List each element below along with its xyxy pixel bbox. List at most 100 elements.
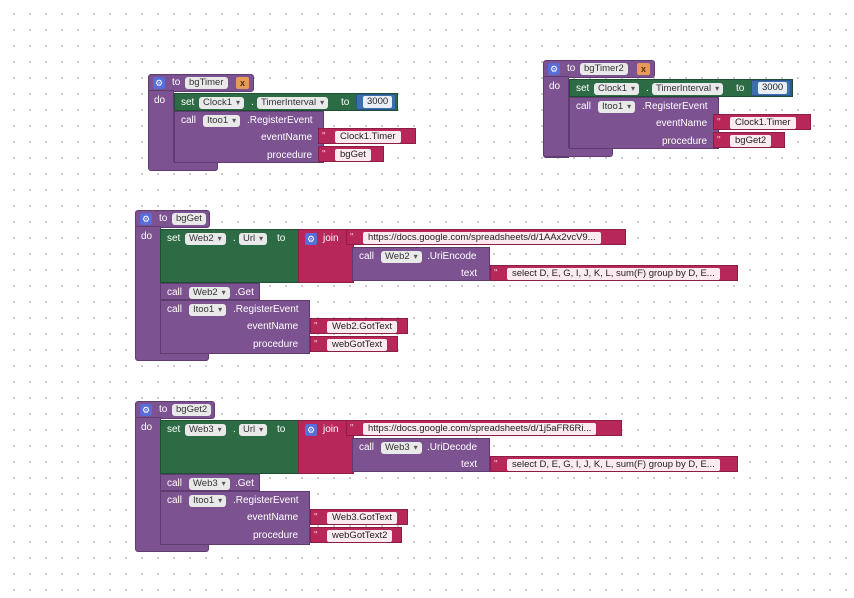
component-dropdown[interactable]: Itoo1 bbox=[598, 101, 636, 113]
method-label: .RegisterEvent bbox=[233, 495, 299, 506]
method-label: .Get bbox=[235, 478, 254, 489]
string-block[interactable]: " Web3.GotText bbox=[310, 509, 408, 525]
procedure-bgGet2[interactable]: ⚙ to bgGet2 do bbox=[135, 401, 215, 553]
string-field[interactable]: webGotText2 bbox=[327, 530, 393, 542]
component-dropdown[interactable]: Web2 bbox=[185, 233, 226, 245]
do-label: do bbox=[141, 231, 153, 242]
quote-open: " bbox=[717, 117, 721, 128]
procedure-name-field[interactable]: bgTimer2 bbox=[580, 63, 628, 75]
call-label: call bbox=[359, 251, 375, 262]
procedure-name-field[interactable]: bgGet2 bbox=[172, 404, 212, 416]
string-field[interactable]: Clock1.Timer bbox=[730, 117, 796, 129]
text-label: text bbox=[461, 268, 478, 279]
close-icon[interactable]: x bbox=[637, 63, 650, 75]
set-timer-interval-block[interactable]: set Clock1 . TimerInterval to bbox=[569, 79, 793, 97]
procedure-spine bbox=[148, 90, 174, 170]
procedure-footer bbox=[135, 542, 209, 552]
component-dropdown[interactable]: Web3 bbox=[381, 442, 422, 454]
string-block[interactable]: " https://docs.google.com/spreadsheets/d… bbox=[346, 420, 622, 436]
web-get-block[interactable]: call Web2 .Get bbox=[160, 283, 260, 300]
string-field[interactable]: bgGet2 bbox=[730, 135, 772, 147]
query-string-field[interactable]: select D, E, G, I, J, K, L, sum(F) group… bbox=[507, 459, 720, 471]
procedure-spine bbox=[543, 76, 569, 158]
set-url-block[interactable]: set Web2 . Url to bbox=[160, 229, 300, 283]
register-event-block[interactable]: call Itoo1 .RegisterEvent eventName proc… bbox=[160, 491, 310, 545]
call-label: call bbox=[167, 287, 183, 298]
string-block[interactable]: " Web2.GotText bbox=[310, 318, 408, 334]
string-block[interactable]: " Clock1.Timer bbox=[713, 114, 811, 130]
uri-encode-block[interactable]: call Web2 .UriEncode text bbox=[352, 247, 490, 281]
web-get-block[interactable]: call Web3 .Get bbox=[160, 474, 260, 491]
component-dropdown[interactable]: Web2 bbox=[189, 287, 230, 299]
register-event-block[interactable]: call Itoo1 .RegisterEvent eventName proc… bbox=[174, 111, 324, 163]
join-block[interactable]: ⚙ join bbox=[298, 229, 354, 283]
property-dropdown[interactable]: Url bbox=[239, 424, 268, 436]
procedure-bgTimer2[interactable]: ⚙ to bgTimer2 x do bbox=[543, 60, 655, 158]
event-name-label: eventName bbox=[656, 118, 708, 129]
property-dropdown[interactable]: TimerInterval bbox=[652, 83, 724, 95]
number-field[interactable]: 3000 bbox=[758, 82, 788, 94]
property-dropdown[interactable]: Url bbox=[239, 233, 268, 245]
gear-icon[interactable]: ⚙ bbox=[305, 233, 317, 245]
component-dropdown[interactable]: Web3 bbox=[185, 424, 226, 436]
string-block[interactable]: " https://docs.google.com/spreadsheets/d… bbox=[346, 229, 626, 245]
gear-icon[interactable]: ⚙ bbox=[153, 77, 165, 89]
gear-icon[interactable]: ⚙ bbox=[305, 424, 317, 436]
quote-open: " bbox=[350, 232, 354, 243]
register-event-block[interactable]: call Itoo1 .RegisterEvent eventName proc… bbox=[569, 97, 719, 149]
call-label: call bbox=[181, 115, 197, 126]
string-field[interactable]: Web3.GotText bbox=[327, 512, 398, 524]
url-string-field[interactable]: https://docs.google.com/spreadsheets/d/1… bbox=[363, 232, 601, 244]
gear-icon[interactable]: ⚙ bbox=[140, 404, 152, 416]
to-label: to bbox=[172, 77, 181, 88]
close-icon[interactable]: x bbox=[236, 77, 249, 89]
component-dropdown[interactable]: Web2 bbox=[381, 251, 422, 263]
string-block[interactable]: " bgGet2 bbox=[713, 132, 785, 148]
string-block[interactable]: " bgGet bbox=[318, 146, 384, 162]
procedure-footer bbox=[543, 148, 613, 157]
dot-label: . bbox=[233, 233, 236, 244]
gear-icon[interactable]: ⚙ bbox=[140, 213, 152, 225]
string-block[interactable]: " select D, E, G, I, J, K, L, sum(F) gro… bbox=[490, 265, 738, 281]
set-timer-interval-block[interactable]: set Clock1 . TimerInterval to bbox=[174, 93, 398, 111]
string-field[interactable]: Web2.GotText bbox=[327, 321, 398, 333]
query-string-field[interactable]: select D, E, G, I, J, K, L, sum(F) group… bbox=[507, 268, 720, 280]
number-field[interactable]: 3000 bbox=[363, 96, 393, 108]
component-dropdown[interactable]: Web3 bbox=[189, 478, 230, 490]
gear-icon[interactable]: ⚙ bbox=[548, 63, 560, 75]
method-label: .RegisterEvent bbox=[642, 101, 708, 112]
string-field[interactable]: bgGet bbox=[335, 149, 371, 161]
register-event-block[interactable]: call Itoo1 .RegisterEvent eventName proc… bbox=[160, 300, 310, 354]
procedure-name-field[interactable]: bgGet bbox=[172, 213, 206, 225]
component-dropdown[interactable]: Itoo1 bbox=[203, 115, 241, 127]
string-block[interactable]: " webGotText bbox=[310, 336, 398, 352]
method-label: .UriDecode bbox=[427, 442, 478, 453]
string-block[interactable]: " select D, E, G, I, J, K, L, sum(F) gro… bbox=[490, 456, 738, 472]
quote-open: " bbox=[314, 321, 318, 332]
join-label: join bbox=[323, 233, 339, 244]
component-dropdown[interactable]: Clock1 bbox=[594, 83, 640, 95]
join-label: join bbox=[323, 424, 339, 435]
url-string-field[interactable]: https://docs.google.com/spreadsheets/d/1… bbox=[363, 423, 597, 435]
string-field[interactable]: webGotText bbox=[327, 339, 388, 351]
number-block[interactable]: 3000 bbox=[751, 80, 791, 96]
component-dropdown[interactable]: Itoo1 bbox=[189, 304, 227, 316]
string-field[interactable]: Clock1.Timer bbox=[335, 131, 401, 143]
procedure-label: procedure bbox=[253, 339, 299, 350]
uri-decode-block[interactable]: call Web3 .UriDecode text bbox=[352, 438, 490, 472]
event-name-label: eventName bbox=[247, 321, 299, 332]
procedure-name-field[interactable]: bgTimer bbox=[185, 77, 228, 89]
set-url-block[interactable]: set Web3 . Url to bbox=[160, 420, 300, 474]
to-keyword: to bbox=[341, 97, 350, 108]
procedure-spine bbox=[135, 226, 161, 360]
property-dropdown[interactable]: TimerInterval bbox=[257, 97, 329, 109]
procedure-bgGet[interactable]: ⚙ to bgGet do bbox=[135, 210, 211, 362]
number-block[interactable]: 3000 bbox=[356, 94, 396, 110]
procedure-label: procedure bbox=[267, 150, 313, 161]
component-dropdown[interactable]: Itoo1 bbox=[189, 495, 227, 507]
procedure-bgTimer[interactable]: ⚙ to bgTimer x do bbox=[148, 74, 256, 172]
set-label: set bbox=[181, 97, 195, 108]
component-dropdown[interactable]: Clock1 bbox=[199, 97, 245, 109]
string-block[interactable]: " webGotText2 bbox=[310, 527, 402, 543]
string-block[interactable]: " Clock1.Timer bbox=[318, 128, 416, 144]
